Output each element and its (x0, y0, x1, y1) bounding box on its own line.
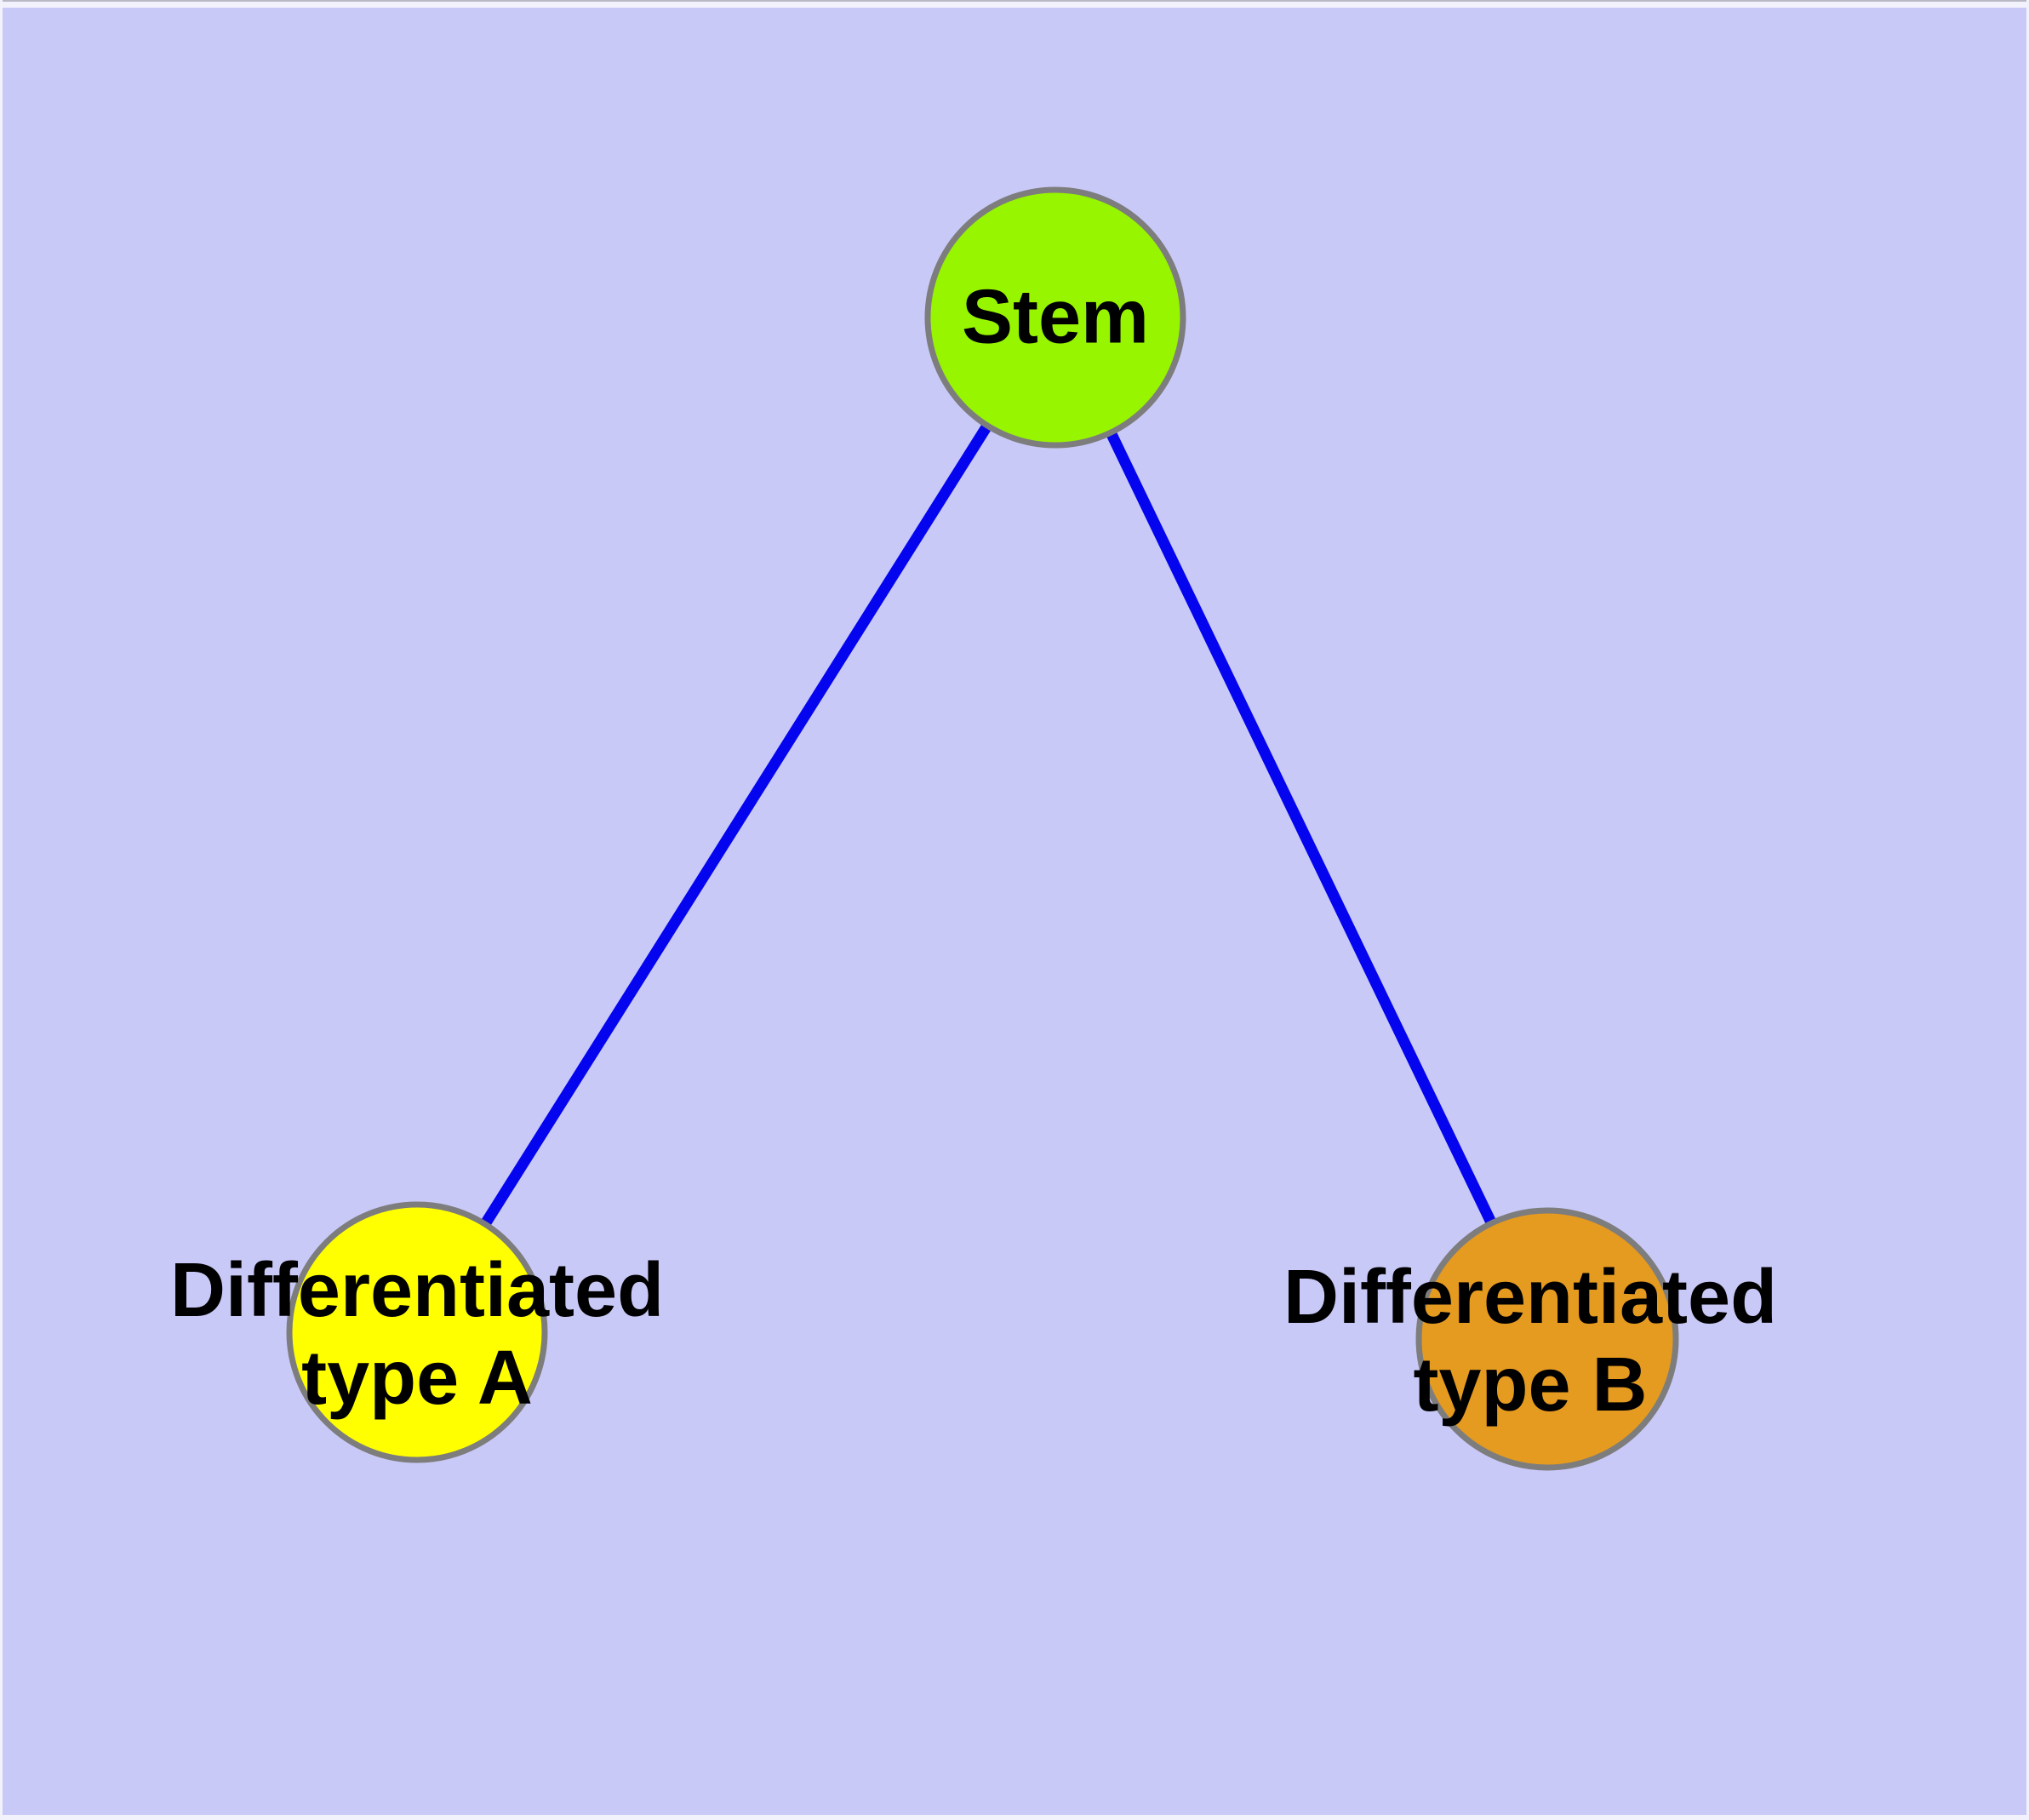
node-differentiated-type-a-circle[interactable] (286, 1201, 548, 1463)
canvas-left-margin (0, 0, 3, 1820)
node-differentiated-type-b-label-line2: type B (1413, 1342, 1648, 1428)
node-differentiated-type-b-circle[interactable] (1415, 1207, 1679, 1471)
canvas-right-margin (2026, 0, 2029, 1820)
node-differentiated-type-a-label: Differentiated type A (170, 1247, 664, 1422)
node-differentiated-type-a-label-line1: Differentiated (169, 1248, 665, 1333)
node-stem-circle[interactable] (924, 186, 1186, 449)
node-differentiated-type-b-label-line1: Differentiated (1283, 1255, 1778, 1340)
canvas-bottom-margin (0, 1815, 2029, 1820)
node-differentiated-type-b-label: Differentiated type B (1283, 1254, 1777, 1429)
edge-stem-to-type-a (412, 314, 1060, 1336)
edge-stem-to-type-b (1050, 315, 1552, 1342)
canvas-top-margin (0, 0, 2029, 8)
node-stem-label-line: Stem (961, 274, 1150, 360)
node-differentiated-type-a-label-line2: type A (301, 1336, 533, 1421)
node-stem-label: Stem (962, 274, 1149, 362)
